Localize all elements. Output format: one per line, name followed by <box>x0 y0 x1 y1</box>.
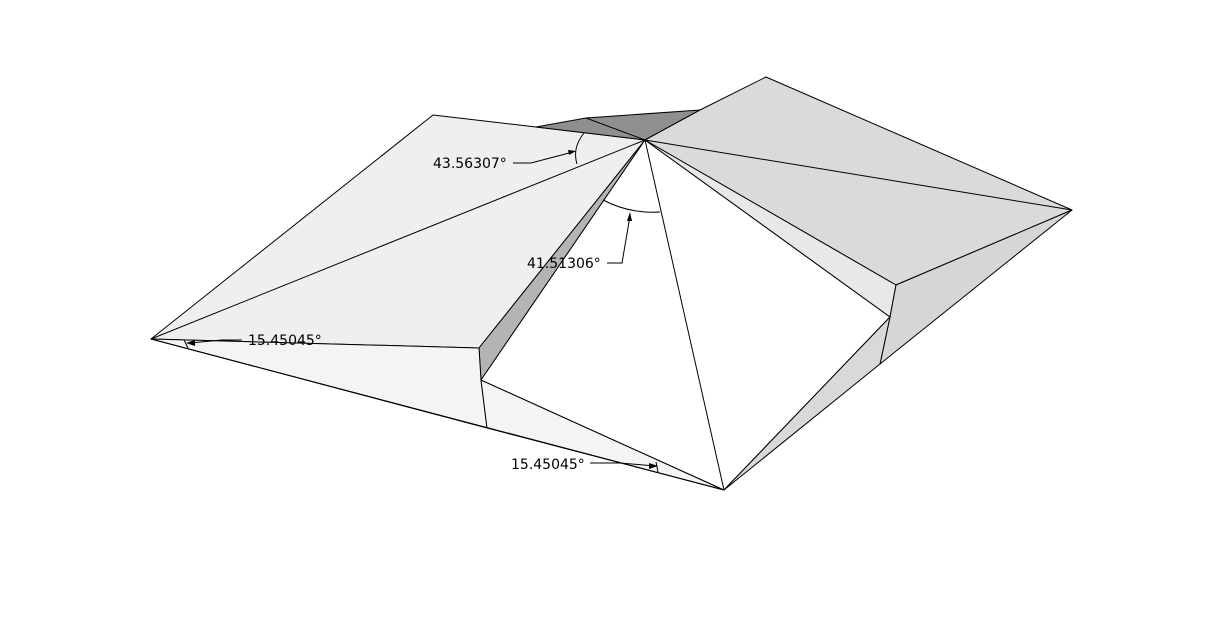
angle-arc-bottom <box>655 461 659 473</box>
leader-top <box>513 151 574 164</box>
angle-arc-top <box>575 132 585 165</box>
arrow-icon <box>649 463 658 469</box>
leader-apex <box>607 215 631 264</box>
dim-label-bottom: 15.45045° <box>511 457 585 473</box>
angle-arc-left <box>183 339 189 349</box>
angle-arc-apex <box>602 199 661 213</box>
leader-bottom <box>590 462 656 467</box>
leader-left <box>189 339 242 344</box>
dim-label-top: 43.56307° <box>433 156 507 172</box>
arrow-icon <box>568 150 576 155</box>
right-bottom-face <box>723 316 891 491</box>
arrow-icon <box>186 340 195 346</box>
edge-dark-split <box>585 117 646 141</box>
dim-label-left: 15.45045° <box>248 333 322 349</box>
dim-label-apex: 41.51306° <box>527 256 601 272</box>
edge-left-bottom <box>150 338 725 491</box>
edge-diagonal-left <box>150 139 646 340</box>
edge-apex-bottom <box>644 139 725 491</box>
edge-diagonal-right <box>644 139 1073 211</box>
arrow-icon <box>627 212 632 221</box>
